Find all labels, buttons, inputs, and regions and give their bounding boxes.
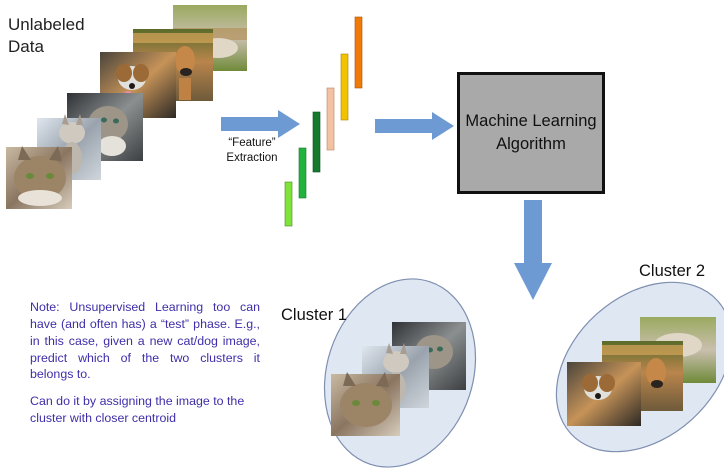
arrow-to-feature-extraction xyxy=(221,110,300,138)
feature-bar-5 xyxy=(340,53,349,121)
cluster-1-label: Cluster 1 xyxy=(281,306,348,324)
ml-algorithm-box: Machine Learning Algorithm xyxy=(457,72,605,194)
cat-image xyxy=(6,146,72,209)
unsupervised-note: Note: Unsupervised Learning too can have… xyxy=(30,299,260,437)
note-paragraph-1: Note: Unsupervised Learning too can have… xyxy=(30,300,260,382)
unlabeled-data-line1: Unlabeled xyxy=(8,15,85,34)
feature-bar-1 xyxy=(284,181,293,227)
feature-bar-4 xyxy=(326,87,335,151)
feature-bar-3 xyxy=(312,111,321,173)
feature-extraction-line1: “Feature” xyxy=(228,137,276,149)
note-paragraph-2: Can do it by assigning the image to the … xyxy=(30,394,245,426)
cluster-2-label: Cluster 2 xyxy=(639,262,706,280)
arrow-to-clusters xyxy=(514,200,552,300)
ml-algorithm-line2: Algorithm xyxy=(496,135,566,153)
feature-extraction-label: “Feature” Extraction xyxy=(212,136,292,166)
boxer-dog-image xyxy=(133,29,213,101)
feature-vector-bars xyxy=(284,16,363,227)
unlabeled-photo-stack xyxy=(6,5,247,209)
unlabeled-data-label: Unlabeled Data xyxy=(8,14,108,59)
cluster1-cat-image xyxy=(331,372,400,436)
feature-extraction-line2: Extraction xyxy=(226,151,278,164)
ml-algorithm-line1: Machine Learning xyxy=(465,112,597,131)
cluster2-beagle-image xyxy=(567,362,641,426)
cluster-1 xyxy=(323,278,477,468)
arrow-to-ml-algorithm xyxy=(375,112,454,140)
cluster-2 xyxy=(555,281,724,453)
feature-bar-6 xyxy=(354,16,363,89)
unlabeled-data-line2: Data xyxy=(8,37,44,57)
feature-bar-2 xyxy=(298,147,307,199)
